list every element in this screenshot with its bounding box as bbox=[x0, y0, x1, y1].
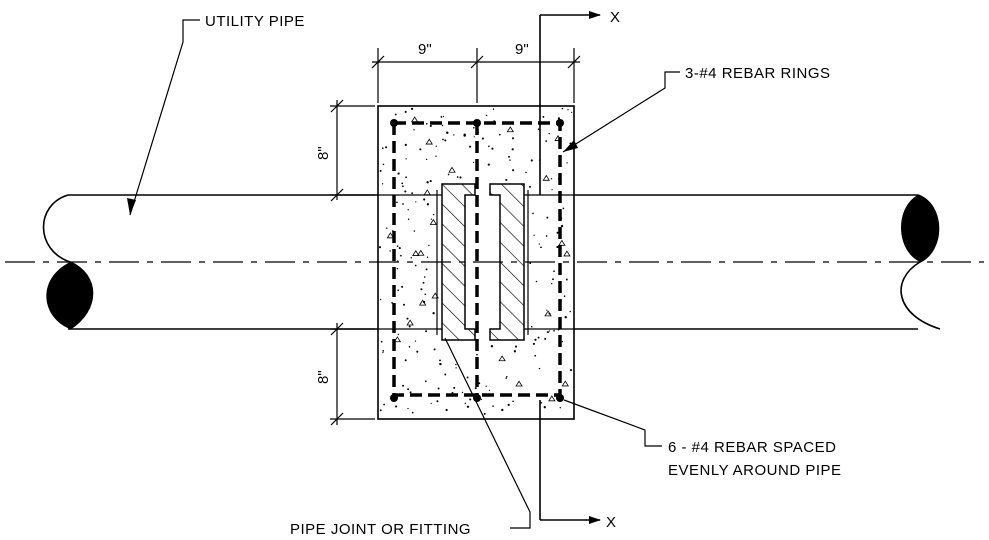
height-dimension-bottom: 8" bbox=[315, 322, 375, 426]
section-label-bottom: X bbox=[606, 514, 617, 531]
concrete-stipple bbox=[378, 107, 573, 415]
rebar-bars bbox=[390, 119, 564, 402]
pipe-break-right bbox=[900, 195, 939, 262]
rebar-dot bbox=[556, 119, 564, 127]
dim-right-width: 9" bbox=[515, 41, 529, 58]
section-label-top: X bbox=[610, 9, 621, 26]
dim-left-width: 9" bbox=[418, 41, 432, 58]
label-rebar-spaced-1: 6 - #4 REBAR SPACED bbox=[668, 439, 836, 456]
label-rebar-rings: 3-#4 REBAR RINGS bbox=[685, 65, 831, 82]
label-utility-pipe: UTILITY PIPE bbox=[205, 13, 305, 30]
pipe-inside-concrete bbox=[378, 194, 574, 330]
dim-bottom-height: 8" bbox=[315, 370, 332, 384]
leader-pipe-joint: PIPE JOINT OR FITTING bbox=[290, 337, 531, 538]
leader-rebar-spaced: 6 - #4 REBAR SPACED EVENLY AROUND PIPE bbox=[563, 399, 842, 479]
pipe-break-left bbox=[46, 262, 93, 329]
leader-rebar-rings: 3-#4 REBAR RINGS bbox=[562, 65, 831, 153]
rebar-dot bbox=[390, 119, 398, 127]
rebar-dot bbox=[473, 119, 481, 127]
leader-utility-pipe: UTILITY PIPE bbox=[127, 13, 305, 216]
label-rebar-spaced-2: EVENLY AROUND PIPE bbox=[668, 462, 842, 479]
section-cut-line: X X bbox=[539, 9, 621, 531]
height-dimension-top: 8" bbox=[315, 99, 375, 202]
dim-top-height: 8" bbox=[315, 146, 332, 160]
width-dimension: 9" 9" bbox=[371, 41, 581, 103]
rebar-dot bbox=[390, 394, 398, 402]
label-pipe-joint: PIPE JOINT OR FITTING bbox=[290, 521, 471, 538]
rebar-dot bbox=[556, 394, 564, 402]
